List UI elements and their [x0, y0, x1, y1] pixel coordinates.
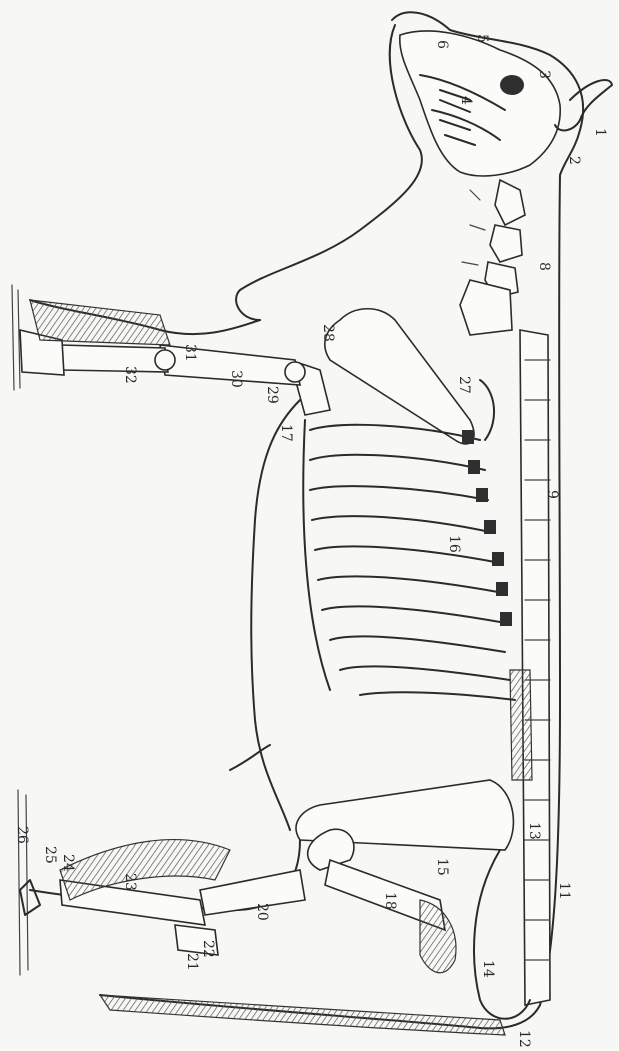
label-24: 24 — [60, 854, 76, 872]
label-18: 18 — [382, 892, 398, 910]
label-11: 11 — [556, 882, 572, 900]
label-15: 15 — [434, 858, 450, 876]
label-20: 20 — [254, 903, 270, 921]
label-2: 2 — [566, 156, 582, 165]
label-25: 25 — [42, 846, 58, 864]
label-27: 27 — [456, 376, 472, 394]
spine — [510, 330, 550, 1005]
label-21: 21 — [184, 953, 200, 971]
label-6: 6 — [434, 40, 450, 49]
label-1: 1 — [592, 128, 608, 137]
label-29: 29 — [264, 386, 280, 404]
label-30: 30 — [228, 370, 244, 388]
label-9: 9 — [544, 490, 560, 499]
neck-vertebrae — [460, 180, 525, 335]
label-4: 4 — [458, 96, 474, 105]
label-31: 31 — [182, 344, 198, 362]
label-28: 28 — [320, 324, 336, 342]
label-8: 8 — [536, 262, 552, 271]
label-3: 3 — [536, 70, 552, 79]
front-leg — [20, 300, 330, 415]
tail — [100, 995, 505, 1035]
label-12: 12 — [516, 1030, 532, 1048]
label-13: 13 — [526, 822, 542, 840]
label-17: 17 — [278, 424, 294, 442]
ground-lines — [12, 285, 28, 975]
label-16: 16 — [446, 535, 462, 553]
label-26: 26 — [14, 826, 30, 844]
skull — [400, 31, 612, 176]
label-23: 23 — [122, 873, 138, 891]
label-32: 32 — [122, 366, 138, 384]
label-22: 22 — [200, 940, 216, 958]
label-14: 14 — [480, 960, 496, 978]
label-5: 5 — [474, 34, 490, 43]
ribs — [303, 420, 515, 700]
